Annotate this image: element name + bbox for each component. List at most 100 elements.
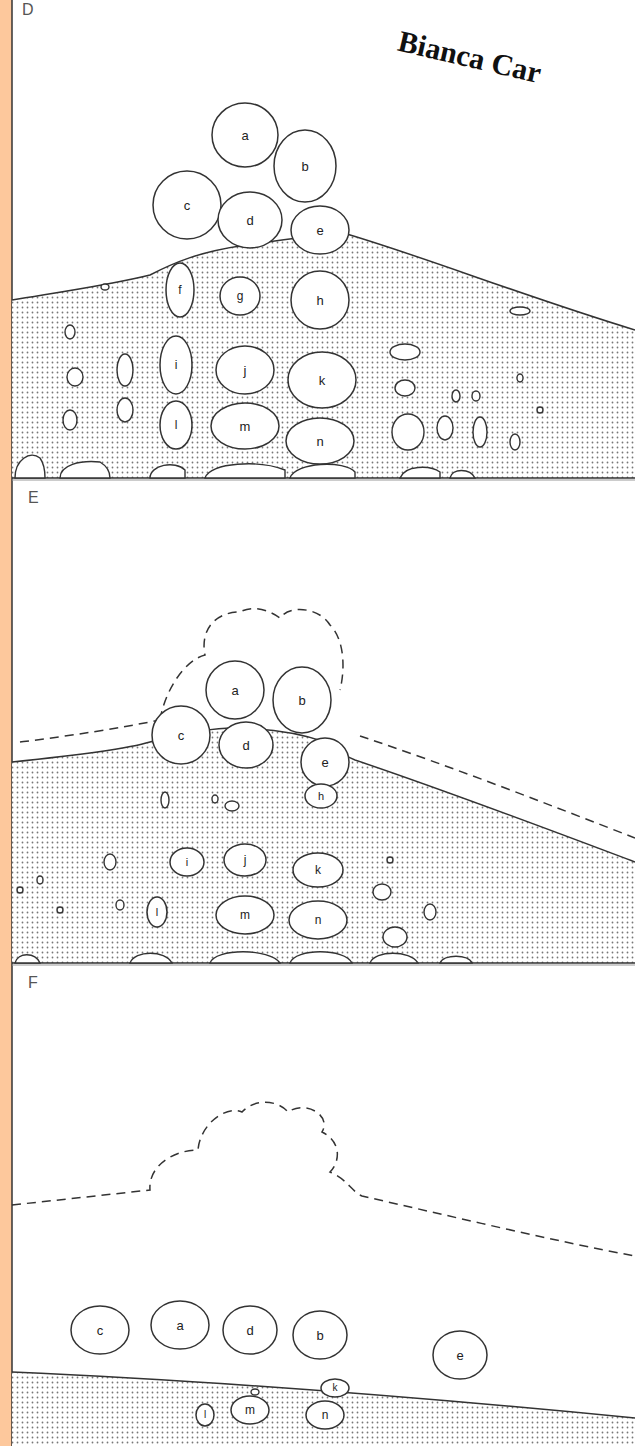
panel-letter: D — [22, 2, 34, 18]
stone: a — [150, 1300, 210, 1350]
stone-shape — [223, 1306, 277, 1354]
stone: n — [285, 417, 355, 465]
stone-letter: e — [321, 756, 328, 769]
stone-shape — [293, 1311, 347, 1359]
stone: k — [287, 351, 357, 409]
stone-letter: n — [315, 914, 322, 926]
stone-letter: i — [175, 359, 178, 371]
stone: m — [230, 1395, 270, 1425]
pebbles — [15, 284, 543, 478]
stone-letter: c — [97, 1324, 104, 1337]
stone: e — [290, 205, 350, 255]
stone-letter: d — [246, 1324, 253, 1337]
stone-shape — [218, 192, 282, 248]
stone-shape — [216, 896, 274, 934]
stone: k — [292, 852, 344, 888]
stone-shape — [288, 352, 356, 408]
former-mound-outline — [12, 1102, 635, 1256]
stone: d — [217, 191, 283, 249]
stone-letter: e — [316, 224, 323, 237]
stone-letter: h — [318, 791, 324, 802]
stone: a — [205, 660, 265, 720]
stone-letter: i — [186, 857, 188, 868]
stone-letter: e — [456, 1349, 463, 1362]
stone: c — [152, 170, 222, 240]
former-surface — [20, 609, 635, 838]
stone-letter: a — [241, 129, 248, 142]
stone: l — [159, 400, 193, 450]
stone-letter: a — [176, 1319, 183, 1332]
stone-letter: m — [245, 1404, 255, 1416]
stone: a — [211, 102, 279, 168]
stone-letter: b — [316, 1329, 323, 1342]
stone-shape — [212, 103, 278, 167]
stone-shape — [160, 336, 192, 394]
panel-letter: E — [28, 490, 39, 506]
stone: e — [300, 737, 350, 787]
side-strip — [0, 0, 12, 1446]
stone-letter: n — [316, 435, 323, 448]
stone: n — [288, 900, 348, 940]
stone: k — [320, 1378, 350, 1398]
panel-letter: F — [28, 975, 38, 991]
watermark: Bianca Car — [395, 26, 544, 88]
stone-shape — [153, 171, 221, 239]
stone-shape — [170, 848, 204, 876]
sediment — [12, 728, 635, 963]
stone: b — [272, 666, 332, 734]
stone-shape — [152, 706, 210, 764]
stone-shape — [147, 897, 167, 927]
stone-letter: k — [333, 1383, 338, 1393]
stone: h — [304, 783, 338, 809]
panel-divider — [12, 965, 635, 966]
stone: c — [151, 705, 211, 765]
stone: m — [210, 402, 280, 450]
stone-shape — [273, 667, 331, 733]
stone-shape — [291, 206, 349, 254]
stone-shape — [301, 738, 349, 786]
stone-letter: d — [242, 739, 249, 752]
stone-shape — [306, 1401, 344, 1429]
stone-shape — [224, 844, 266, 876]
stone-shape — [219, 722, 273, 768]
stone: g — [219, 276, 261, 316]
stone-letter: k — [315, 864, 321, 876]
stone: b — [273, 129, 337, 203]
stone-shape — [274, 130, 336, 202]
stone-shape — [211, 403, 279, 449]
stone-shape — [433, 1331, 487, 1379]
stone: j — [223, 843, 267, 877]
stone: d — [218, 721, 274, 769]
stone: f — [165, 262, 195, 318]
stone: l — [195, 1403, 215, 1427]
stone-shape — [286, 418, 354, 464]
sediment — [12, 232, 635, 478]
stone-letter: b — [301, 160, 308, 173]
stone-letter: b — [298, 694, 305, 707]
stone-shape — [220, 277, 260, 315]
stone: d — [222, 1305, 278, 1355]
ground-surface — [12, 728, 635, 862]
stone-shape — [196, 1404, 214, 1426]
stone: c — [70, 1305, 130, 1355]
stone-letter: d — [246, 214, 253, 227]
stone: m — [215, 895, 275, 935]
pebbles — [15, 792, 472, 963]
sediment — [12, 1372, 635, 1446]
stone: i — [159, 335, 193, 395]
stone-shape — [289, 901, 347, 939]
stone-letter: k — [319, 374, 326, 387]
stone-letter: l — [156, 907, 158, 918]
stone-letter: l — [175, 419, 178, 431]
frame-line — [11, 0, 13, 1446]
stone-letter: j — [244, 854, 247, 866]
stone-shape — [216, 346, 274, 394]
stone-shape — [293, 853, 343, 887]
stone-shape — [160, 401, 192, 449]
pebble — [251, 1389, 259, 1395]
stone-letter: m — [240, 909, 250, 921]
stone: j — [215, 345, 275, 395]
stone-letter: m — [240, 420, 251, 433]
stone-shape — [291, 271, 349, 329]
stone-letter: n — [322, 1409, 329, 1421]
